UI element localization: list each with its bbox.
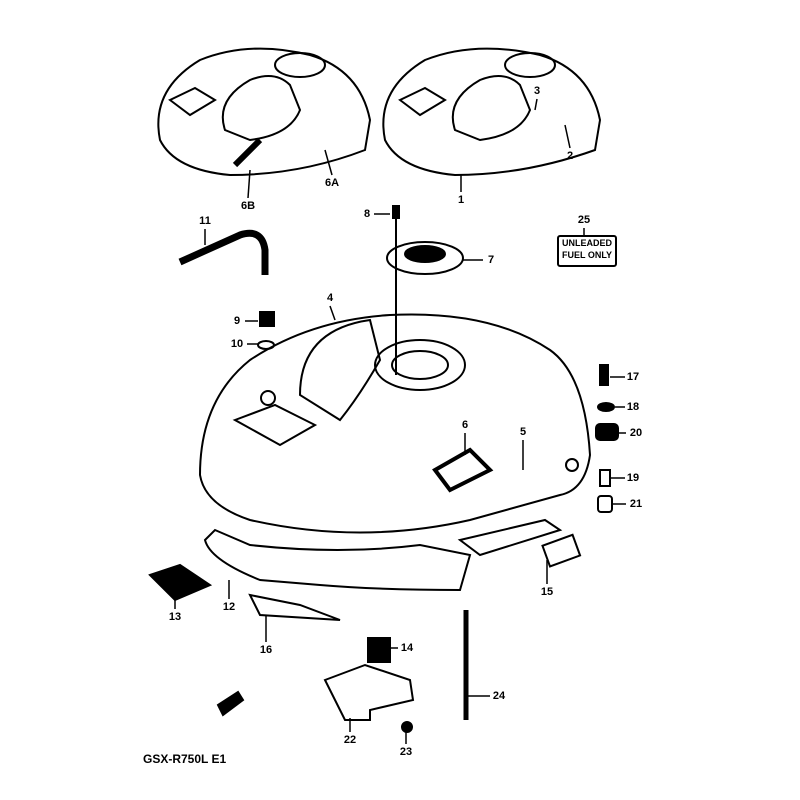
warning-line-1: UNLEADED [561,238,612,248]
callout-22: 22 [343,734,357,746]
callout-18: 18 [626,401,640,413]
callout-24: 24 [492,690,506,702]
fuel-tank [198,313,592,534]
callout-11: 11 [199,215,211,227]
side-panel [203,528,472,592]
pad-13 [148,563,213,602]
callout-6b: 6B [240,200,256,212]
callout-25: 25 [577,214,591,226]
tank-cover-6a [157,47,372,177]
warning-line-2: FUEL ONLY [561,250,612,260]
fuel-cap [386,205,464,375]
cap-9 [259,311,275,327]
callout-3: 3 [533,85,541,97]
tank-cover-1 [382,47,602,177]
callout-6a: 6A [324,177,340,189]
front-arrow-icon [216,690,245,717]
callout-13: 13 [168,611,182,623]
callout-9: 9 [233,315,241,327]
callout-15: 15 [540,586,554,598]
diagram-title: GSX-R750L E1 [143,752,227,766]
mount-parts [595,364,619,513]
bracket-22 [323,663,415,721]
callout-8: 8 [363,208,371,220]
callout-2: 2 [566,150,574,162]
cushion-14 [367,637,391,663]
panel-16 [248,593,341,621]
callout-17: 17 [626,371,640,383]
strap-15 [541,533,582,568]
callout-6: 6 [461,419,469,431]
washer-10 [257,340,275,350]
callout-20: 20 [629,427,643,439]
callout-21: 21 [629,498,643,510]
callout-19: 19 [626,472,640,484]
callout-7: 7 [487,254,495,266]
unleaded-fuel-label: UNLEADED FUEL ONLY [557,235,617,267]
callout-5: 5 [519,426,527,438]
breather-hose [178,229,269,275]
callout-23: 23 [399,746,413,758]
callout-4: 4 [326,292,334,304]
callout-14: 14 [400,642,414,654]
callout-12: 12 [222,601,236,613]
callout-10: 10 [230,338,244,350]
callout-1: 1 [457,194,465,206]
callout-16: 16 [259,644,273,656]
